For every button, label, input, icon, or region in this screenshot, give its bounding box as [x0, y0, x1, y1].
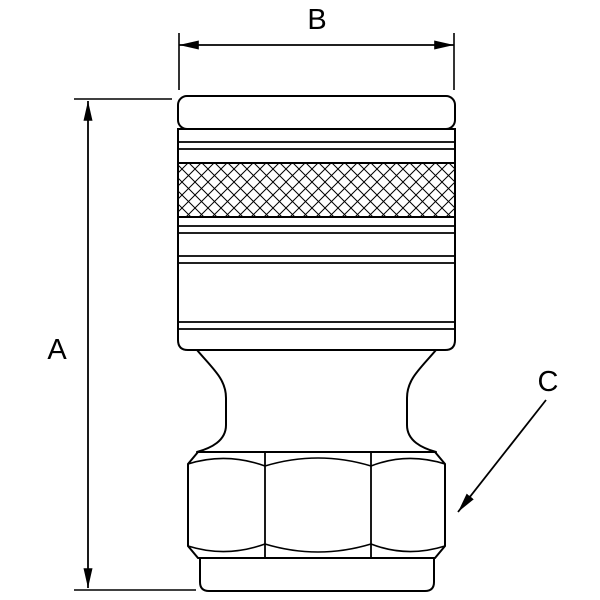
sleeve-top-cap: [177, 95, 456, 130]
neck-right-profile: [406, 349, 437, 453]
callout-c: C: [457, 366, 559, 513]
coupling-body: [177, 95, 456, 592]
knurl-band: [177, 162, 456, 218]
dimension-a: A: [47, 98, 196, 591]
callout-c-leader-line: [457, 399, 547, 513]
hex-chamfer-arcs: [187, 457, 446, 553]
callout-c-label: C: [538, 366, 559, 398]
dimension-b: B: [178, 4, 455, 90]
dim-a-label: A: [47, 334, 67, 366]
sleeve-groove-lines: [177, 141, 456, 330]
neck-left-profile: [196, 349, 227, 453]
sleeve-body-outline: [177, 128, 456, 351]
hex-nut-outline: [187, 451, 446, 559]
dim-b-label: B: [307, 4, 326, 36]
bottom-collar: [199, 557, 435, 592]
